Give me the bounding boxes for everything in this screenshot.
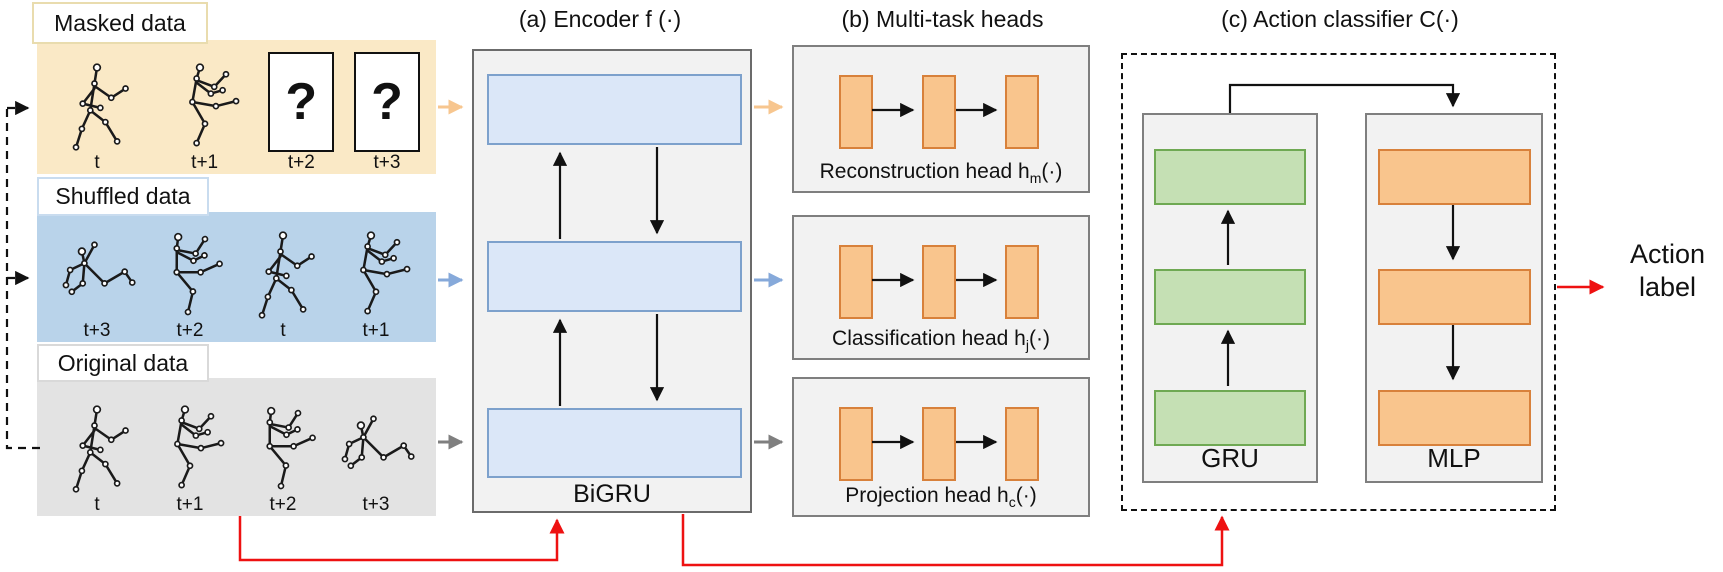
encoder-layer-bottom bbox=[487, 408, 742, 478]
skeleton-figure bbox=[62, 241, 137, 296]
action-classifier-container bbox=[1121, 53, 1556, 511]
projection-head-label-sub: c bbox=[1008, 494, 1016, 510]
frame-masked: ?t+2 bbox=[268, 52, 335, 174]
gru-layer-bottom bbox=[1154, 390, 1306, 446]
classification-head-bar-3 bbox=[1005, 245, 1039, 319]
frame-original: t+2 bbox=[239, 399, 327, 516]
frame-time-label: t+3 bbox=[362, 494, 390, 515]
frame-masked: t+1 bbox=[161, 60, 249, 174]
classification-head-label-sub: j bbox=[1025, 337, 1029, 353]
augmentation-dashed-line bbox=[5, 108, 40, 450]
projection-head-bar-2 bbox=[922, 407, 956, 481]
reconstruction-head-label-text: Reconstruction head h bbox=[819, 159, 1030, 183]
reconstruction-head-bar-3 bbox=[1005, 75, 1039, 149]
mlp-layer-middle bbox=[1378, 269, 1531, 325]
action-label-line1: Action bbox=[1629, 239, 1706, 269]
mlp-layer-bottom bbox=[1378, 390, 1531, 446]
projection-head-label: Projection head hc(·) bbox=[794, 484, 1088, 510]
reconstruction-head-label-sub: m bbox=[1029, 170, 1042, 186]
reconstruction-head-box: Reconstruction head hm(·) bbox=[792, 45, 1090, 193]
projection-head-label-text: Projection head h bbox=[845, 483, 1009, 507]
frame-time-label: t+3 bbox=[373, 152, 401, 173]
classification-head-label-text: Classification head h bbox=[832, 326, 1026, 350]
reconstruction-head-bar-2 bbox=[922, 75, 956, 149]
gru-label: GRU bbox=[1201, 443, 1259, 473]
skeleton-figure bbox=[72, 62, 130, 152]
original-data-label: Original data bbox=[37, 344, 209, 382]
original-data-label-text: Original data bbox=[57, 349, 189, 376]
original-to-encoder-red-arrow bbox=[238, 516, 565, 562]
reconstruction-head-label: Reconstruction head hm(·) bbox=[794, 160, 1088, 186]
frame-original: t bbox=[53, 402, 141, 516]
classification-head-label: Classification head hj(·) bbox=[794, 327, 1088, 353]
frame-time-label: t+3 bbox=[83, 320, 111, 341]
frame-time-label: t bbox=[94, 152, 100, 173]
masked-placeholder-card: ? bbox=[268, 52, 335, 152]
action-label: Action label bbox=[1612, 238, 1723, 304]
masked-placeholder-card: ? bbox=[353, 52, 420, 152]
projection-head-bar-3 bbox=[1005, 407, 1039, 481]
skeleton-figure bbox=[341, 415, 416, 470]
projection-head-box: Projection head hc(·) bbox=[792, 377, 1090, 517]
frame-time-label: t+2 bbox=[176, 320, 204, 341]
skeleton-figure bbox=[72, 404, 130, 494]
encoder-to-classifier-red-arrow bbox=[681, 514, 1230, 567]
frame-shuffled: t+3 bbox=[53, 228, 141, 342]
frame-time-label: t+2 bbox=[287, 152, 315, 173]
frame-shuffled: t bbox=[239, 228, 327, 342]
reconstruction-head-bar-1 bbox=[839, 75, 873, 149]
classification-head-box: Classification head hj(·) bbox=[792, 215, 1090, 360]
frame-shuffled: t+2 bbox=[146, 225, 234, 342]
frame-time-label: t bbox=[280, 320, 286, 341]
frame-masked: t bbox=[53, 60, 141, 174]
reconstruction-head-label-suffix: (·) bbox=[1041, 159, 1063, 183]
action-label-line2: label bbox=[1638, 272, 1697, 302]
shuffled-data-label: Shuffled data bbox=[37, 177, 209, 216]
mlp-layer-top bbox=[1378, 149, 1531, 205]
encoder-title: (a) Encoder f (·) bbox=[518, 6, 682, 32]
original-data-panel: t t+1 t+2 t+3 bbox=[37, 378, 436, 516]
frame-time-label: t+1 bbox=[362, 320, 390, 341]
gru-layer-top bbox=[1154, 149, 1306, 205]
projection-head-bar-1 bbox=[839, 407, 873, 481]
skeleton-figure bbox=[188, 62, 240, 147]
classification-head-label-suffix: (·) bbox=[1028, 326, 1050, 350]
frame-time-label: t+2 bbox=[269, 494, 297, 515]
skeleton-figure bbox=[258, 230, 316, 320]
skeleton-figure bbox=[166, 225, 232, 317]
classification-head-bar-1 bbox=[839, 245, 873, 319]
mlp-label: MLP bbox=[1427, 443, 1481, 473]
multi-task-heads-title: (b) Multi-task heads bbox=[841, 6, 1044, 32]
masked-data-label: Masked data bbox=[32, 2, 208, 44]
skeleton-figure bbox=[259, 399, 325, 491]
frame-masked: ?t+3 bbox=[353, 52, 420, 174]
frame-original: t+1 bbox=[146, 402, 234, 516]
classification-head-bar-2 bbox=[922, 245, 956, 319]
mlp-box: MLP bbox=[1365, 113, 1543, 483]
frame-time-label: t+1 bbox=[191, 152, 219, 173]
gru-layer-middle bbox=[1154, 269, 1306, 325]
gru-box: GRU bbox=[1142, 113, 1318, 483]
shuffled-data-label-text: Shuffled data bbox=[55, 183, 191, 209]
encoder-layer-top bbox=[487, 74, 742, 145]
skeleton-figure bbox=[359, 230, 411, 315]
frame-original: t+3 bbox=[332, 402, 420, 516]
frame-time-label: t+1 bbox=[176, 494, 204, 515]
masked-data-label-text: Masked data bbox=[54, 9, 186, 36]
skeleton-figure bbox=[173, 404, 225, 489]
frame-time-label: t bbox=[94, 494, 100, 515]
shuffled-data-panel: t+3 t+2 t t+1 bbox=[37, 212, 436, 342]
projection-head-label-suffix: (·) bbox=[1015, 483, 1037, 507]
encoder-layer-middle bbox=[487, 241, 742, 312]
frame-shuffled: t+1 bbox=[332, 228, 420, 342]
action-classifier-title: (c) Action classifier C(·) bbox=[1221, 6, 1459, 32]
bigru-label: BiGRU bbox=[573, 480, 651, 508]
